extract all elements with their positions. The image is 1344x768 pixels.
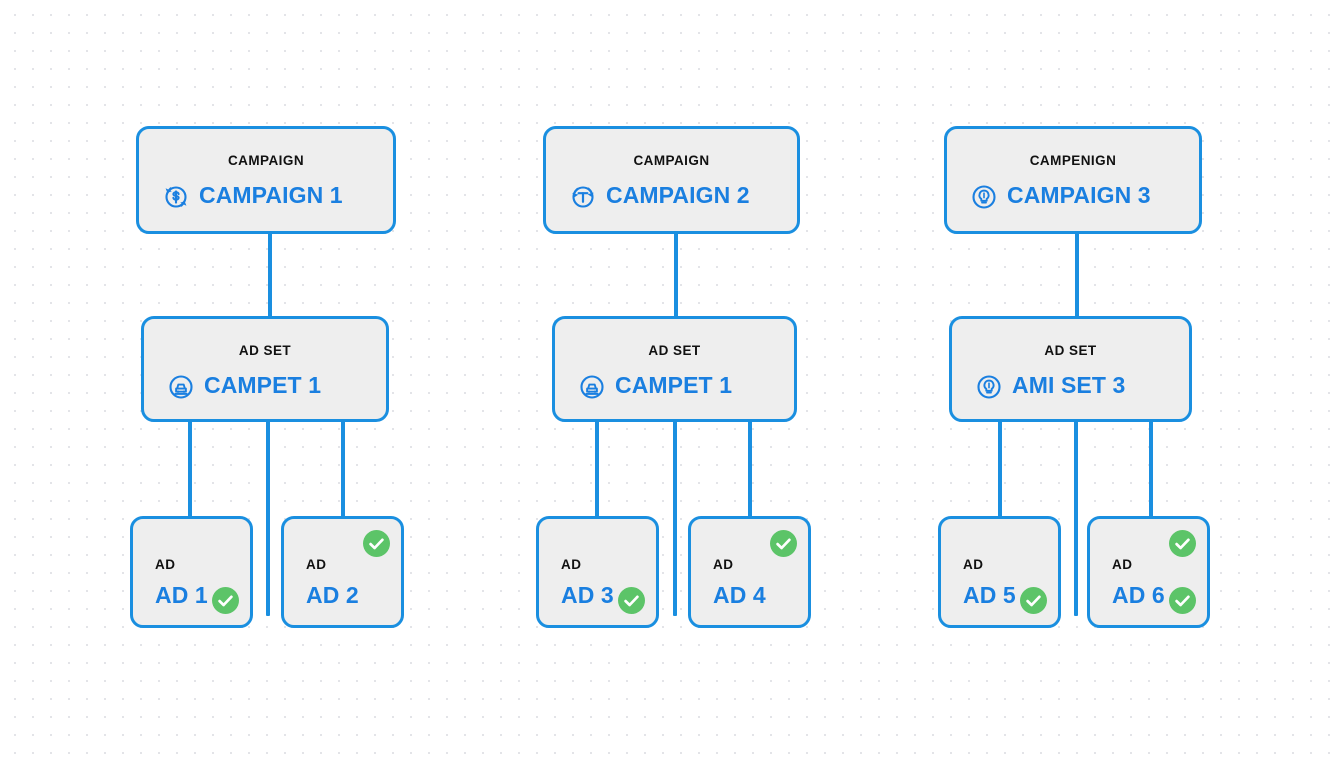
ad-status-check-icon — [770, 530, 797, 557]
lightbulb-circle-icon — [969, 182, 999, 212]
connector-adset-stub-1 — [266, 421, 270, 616]
ad-status-check-icon — [1169, 530, 1196, 557]
ad-status-check-icon — [1169, 587, 1196, 614]
connector-adset-to-ad-2b — [748, 421, 752, 521]
ad-card-1[interactable]: AD AD 1 — [130, 516, 253, 628]
ad-eyebrow-label: AD — [713, 557, 734, 572]
campaign-eyebrow-label: CAMPAIGN — [227, 153, 305, 168]
connector-adset-stub-2 — [673, 421, 677, 616]
adset-title-3: AMI SET 3 — [1012, 372, 1126, 398]
ad-eyebrow-label: AD — [561, 557, 582, 572]
adset-title-2: CAMPET 1 — [615, 372, 733, 398]
connector-adset-to-ad-2a — [595, 421, 599, 521]
campaign-card-1[interactable]: CAMPAIGN CAMPAIGN 1 — [136, 126, 396, 234]
connector-adset-stub-3 — [1074, 421, 1078, 616]
connector-adset-to-ad-1b — [341, 421, 345, 521]
adset-card-2[interactable]: AD SET CAMPET 1 — [552, 316, 797, 422]
adset-title-1: CAMPET 1 — [204, 372, 322, 398]
connector-campaign-to-adset-3 — [1075, 231, 1079, 317]
car-circle-icon — [577, 372, 607, 402]
ad-status-check-icon — [618, 587, 645, 614]
ad-card-5[interactable]: AD AD 5 — [938, 516, 1061, 628]
ad-status-check-icon — [363, 530, 390, 557]
adset-card-3[interactable]: AD SET AMI SET 3 — [949, 316, 1192, 422]
connector-adset-to-ad-3a — [998, 421, 1002, 521]
campaign-title-1: CAMPAIGN 1 — [199, 182, 343, 208]
campaign-card-2[interactable]: CAMPAIGN CAMPAIGN 2 — [543, 126, 800, 234]
ad-status-check-icon — [1020, 587, 1047, 614]
connector-campaign-to-adset-2 — [674, 231, 678, 317]
ad-eyebrow-label: AD — [1112, 557, 1133, 572]
adset-card-1[interactable]: AD SET CAMPET 1 — [141, 316, 389, 422]
adset-eyebrow-label: AD SET — [1044, 343, 1097, 358]
ad-card-4[interactable]: AD AD 4 — [688, 516, 811, 628]
campaign-title-3: CAMPAIGN 3 — [1007, 182, 1151, 208]
campaign-card-3[interactable]: CAMPENIGN CAMPAIGN 3 — [944, 126, 1202, 234]
ad-title-6: AD 6 — [1112, 582, 1165, 608]
connector-campaign-to-adset-1 — [268, 231, 272, 317]
ad-status-check-icon — [212, 587, 239, 614]
campaign-eyebrow-label: CAMPENIGN — [1029, 153, 1117, 168]
ad-title-1: AD 1 — [155, 582, 208, 608]
campaign-title-2: CAMPAIGN 2 — [606, 182, 750, 208]
connector-adset-to-ad-1a — [188, 421, 192, 521]
adset-eyebrow-label: AD SET — [648, 343, 701, 358]
ad-title-4: AD 4 — [713, 582, 766, 608]
ad-card-6[interactable]: AD AD 6 — [1087, 516, 1210, 628]
campaign-eyebrow-label: CAMPAIGN — [633, 153, 710, 168]
letter-t-circle-icon — [568, 182, 598, 212]
dollar-coin-circle-icon — [161, 182, 191, 212]
ad-title-2: AD 2 — [306, 582, 359, 608]
connector-adset-to-ad-3b — [1149, 421, 1153, 521]
ad-eyebrow-label: AD — [963, 557, 984, 572]
ad-eyebrow-label: AD — [155, 557, 176, 572]
ad-card-2[interactable]: AD AD 2 — [281, 516, 404, 628]
adset-eyebrow-label: AD SET — [238, 343, 292, 358]
car-circle-icon — [166, 372, 196, 402]
ad-title-5: AD 5 — [963, 582, 1016, 608]
ad-eyebrow-label: AD — [306, 557, 327, 572]
ad-title-3: AD 3 — [561, 582, 614, 608]
ad-card-3[interactable]: AD AD 3 — [536, 516, 659, 628]
lightbulb-circle-icon — [974, 372, 1004, 402]
